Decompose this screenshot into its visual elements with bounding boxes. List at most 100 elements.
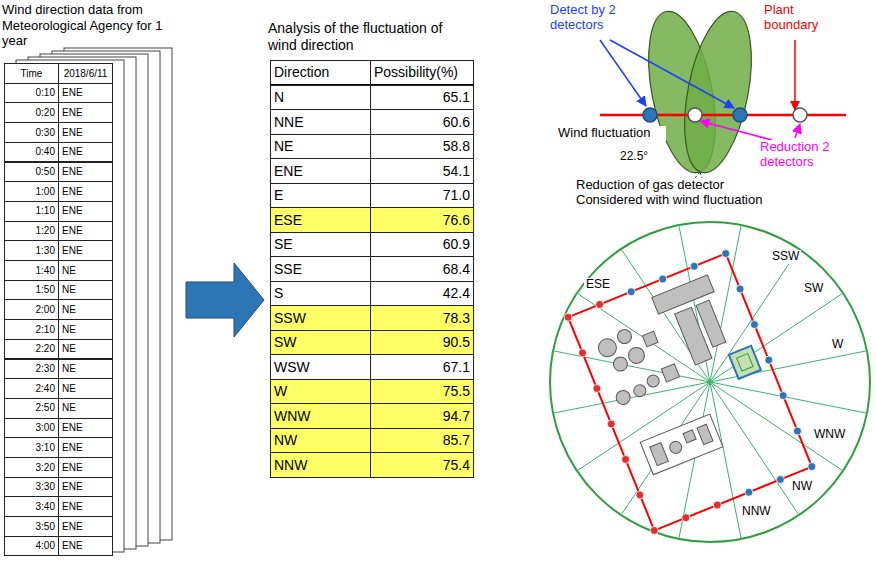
detector-dot (690, 262, 698, 270)
table-cell: 3:20 (4, 457, 59, 478)
table-cell: 3:30 (4, 477, 59, 498)
table-cell: NE (58, 339, 113, 360)
table-cell: 1:50 (4, 280, 59, 301)
leader-line (795, 124, 800, 138)
table-cell: ENE (58, 516, 113, 537)
table-cell: 75.5 (370, 379, 474, 405)
table-cell: 0:40 (4, 142, 59, 163)
table-cell: 1:10 (4, 201, 59, 222)
table-cell: Direction (270, 60, 371, 86)
table-cell: 0:10 (4, 83, 59, 104)
table-cell: NW (270, 428, 371, 454)
table-cell: Time (4, 63, 59, 84)
compass-label: SSW (770, 250, 801, 264)
table-cell: 0:30 (4, 122, 59, 143)
table-cell: 60.9 (370, 232, 474, 258)
table-cell: ENE (58, 181, 113, 202)
detector-dot (596, 300, 604, 308)
compass-label: NNW (740, 505, 773, 519)
detector-dot (650, 526, 658, 534)
direction-spoke (710, 382, 843, 471)
table-cell: ENE (58, 102, 113, 123)
compass-label: SW (802, 282, 825, 296)
table-cell: ENE (58, 418, 113, 439)
table-cell: ENE (58, 142, 113, 163)
group-heading: Analysis of the fluctuation of wind dire… (268, 20, 472, 54)
table-cell: 3:50 (4, 516, 59, 537)
table-cell: SW (270, 330, 371, 356)
table-cell: ENE (58, 457, 113, 478)
table-cell: 1:30 (4, 240, 59, 261)
table-cell: 94.7 (370, 403, 474, 429)
detector-dot (750, 321, 758, 329)
table-cell: 2:40 (4, 378, 59, 399)
table-cell: ENE (58, 496, 113, 517)
table-cell: 2:10 (4, 319, 59, 340)
detector-dot (793, 427, 801, 435)
detector-dots (643, 108, 807, 122)
table-cell: ENE (58, 437, 113, 458)
detector-dot (564, 313, 572, 321)
detector-dot (736, 285, 744, 293)
table-cell: N (270, 85, 371, 111)
detector-dot (636, 491, 644, 499)
table-cell: 2:50 (4, 398, 59, 419)
table-cell: ENE (270, 158, 371, 184)
table-cell: 85.7 (370, 428, 474, 454)
table-cell: ENE (58, 122, 113, 143)
callout-label: Reduction 2 detectors (758, 140, 848, 170)
table-cell: 2:00 (4, 299, 59, 320)
table-cell: WSW (270, 354, 371, 380)
table-cell: Possibility(%) (370, 60, 474, 86)
table-cell: 0:20 (4, 102, 59, 123)
table-cell: SSW (270, 305, 371, 331)
compass-label: NW (790, 480, 814, 494)
detector-dot (745, 488, 753, 496)
table-cell: NE (58, 398, 113, 419)
detector-dot (622, 455, 630, 463)
detector-dot (713, 501, 721, 509)
callout-label: Detect by 2 detectors (548, 3, 648, 33)
table-cell: 4:00 (4, 536, 59, 557)
plant-boundary-line (600, 114, 846, 117)
block-arrow (186, 263, 264, 337)
table-cell: 68.4 (370, 256, 474, 282)
table-cell: NNE (270, 109, 371, 135)
callout-label: Wind fluctuation (556, 126, 666, 141)
table-cell: NE (270, 134, 371, 160)
detector-dot (627, 288, 635, 296)
table-cell: NE (58, 280, 113, 301)
detector-dot (593, 384, 601, 392)
table-cell: ENE (58, 162, 113, 183)
detector-dot (722, 250, 730, 258)
direction-spoke (710, 382, 741, 539)
table-cell: NE (58, 319, 113, 340)
detector-dot (659, 275, 667, 283)
detector-dot (682, 514, 690, 522)
table-cell: 78.3 (370, 305, 474, 331)
callout-label: Plant boundary (762, 3, 846, 33)
angle-label: 22.5° (618, 150, 662, 164)
group-heading: Wind direction data from Meteorological … (2, 2, 176, 49)
detector-dot (607, 420, 615, 428)
table-cell: 1:40 (4, 260, 59, 281)
table-cell: 71.0 (370, 183, 474, 209)
table-cell: WNW (270, 403, 371, 429)
detector-dot (765, 356, 773, 364)
leader-line (600, 40, 646, 106)
table-cell: ENE (58, 221, 113, 242)
table-cell: 3:00 (4, 418, 59, 439)
detector-dot (776, 476, 784, 484)
detector-dot (808, 463, 816, 471)
compass-label: W (830, 338, 845, 352)
table-cell: 90.5 (370, 330, 474, 356)
detector-dot (779, 392, 787, 400)
table-cell: 2018/6/11 (58, 63, 113, 84)
table-cell: 76.6 (370, 207, 474, 233)
table-cell: 3:40 (4, 496, 59, 517)
table-cell: 58.8 (370, 134, 474, 160)
section-title: Reduction of gas detector Considered wit… (574, 178, 792, 208)
table-cell: ENE (58, 240, 113, 261)
table-cell: NNW (270, 452, 371, 478)
table-cell: SSE (270, 256, 371, 282)
